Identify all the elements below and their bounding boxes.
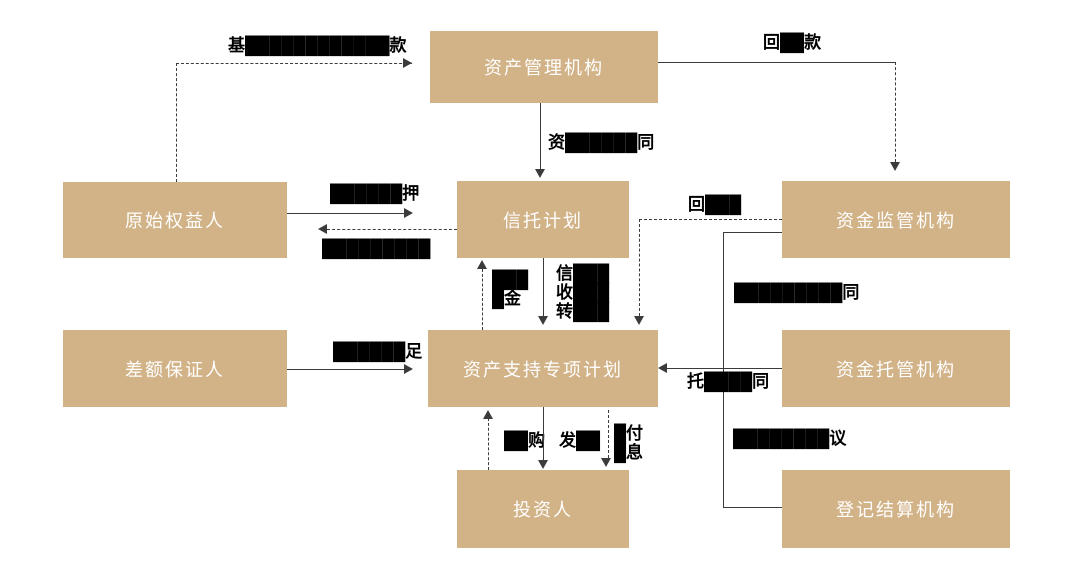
line-supervision-down-spv <box>639 219 640 316</box>
arrowhead-up-trust-plan <box>477 260 487 269</box>
arrowhead-down-investor-mid <box>538 460 548 469</box>
line-asset-mgmt-right <box>658 62 895 63</box>
edge-label-pay-principal-interest: █付 █息 <box>614 424 644 463</box>
edge-label-base-asset-payment: 基████████████款 <box>228 36 407 55</box>
edge-label-mgmt-contract: 资██████同 <box>548 133 655 152</box>
line-down-fund-supervision <box>895 62 896 162</box>
edge-label-issue: 发██ <box>559 431 601 450</box>
line-spv-up-trust <box>482 269 483 330</box>
arrowhead-down-fund-supervision <box>890 162 900 171</box>
edge-label-subscribe: ██购 <box>504 431 546 450</box>
box-fund-supervision-agency: 资金监管机构 <box>782 181 1010 258</box>
line-spv-down-investor-right <box>608 410 609 458</box>
edge-label-recovery-top: 回██款 <box>763 33 822 52</box>
line-supervision-left <box>639 219 782 220</box>
box-fund-custody-agency: 资金托管机构 <box>782 330 1010 407</box>
box-trust-plan: 信托计划 <box>457 181 629 258</box>
arrowhead-right-spv <box>404 364 413 374</box>
line-trust-down-spv <box>543 258 544 316</box>
line-spv-down-investor <box>543 407 544 460</box>
box-difference-guarantor: 差额保证人 <box>63 330 287 407</box>
edge-label-loan-back: █████████ <box>322 239 431 258</box>
line-original-holder-up <box>176 63 177 182</box>
box-asset-backed-special-plan: 资产支持专项计划 <box>428 330 658 407</box>
edge-label-pledge: ██████押 <box>330 184 420 203</box>
line-to-registration <box>723 507 782 508</box>
arrowhead-left-spv <box>658 363 667 373</box>
arrowhead-down-trust-plan <box>535 169 545 178</box>
box-investor: 投资人 <box>457 470 629 548</box>
edge-label-trust-transfer: 信███ 收███ 转███ <box>556 264 610 322</box>
line-right-column-vertical <box>723 232 724 507</box>
edge-label-recovery-mid: 回███ <box>688 195 742 214</box>
line-to-asset-mgmt <box>176 63 412 64</box>
line-holder-to-trust <box>287 213 404 214</box>
edge-label-registration-agreement: ████████议 <box>733 429 847 448</box>
line-investor-up-spv <box>488 418 489 470</box>
arrowhead-down-investor-right <box>601 458 611 467</box>
line-to-fund-custody <box>667 368 782 369</box>
edge-label-funds-up: ███ █金 <box>492 270 529 309</box>
line-asset-mgmt-trust <box>540 103 541 169</box>
arrowhead-left-original-holder <box>318 224 327 234</box>
arrowhead-up-spv <box>483 410 493 419</box>
arrowhead-right-trust-plan <box>404 208 413 218</box>
line-guarantor-to-spv <box>287 369 404 370</box>
line-trust-to-holder <box>327 229 457 230</box>
edge-label-supervision-contract: █████████同 <box>734 283 860 302</box>
arrowhead-down-spv-right <box>634 316 644 325</box>
edge-label-custody-contract: 托████同 <box>687 372 770 391</box>
edge-label-shortfall-makeup: ██████足 <box>333 342 423 361</box>
box-original-equity-holder: 原始权益人 <box>63 182 287 258</box>
box-asset-management-agency: 资产管理机构 <box>430 31 658 103</box>
box-registration-settlement-agency: 登记结算机构 <box>782 470 1010 548</box>
arrowhead-right-asset-mgmt <box>403 58 412 68</box>
line-to-fund-supervision <box>723 232 782 233</box>
arrowhead-down-spv-mid <box>538 316 548 325</box>
